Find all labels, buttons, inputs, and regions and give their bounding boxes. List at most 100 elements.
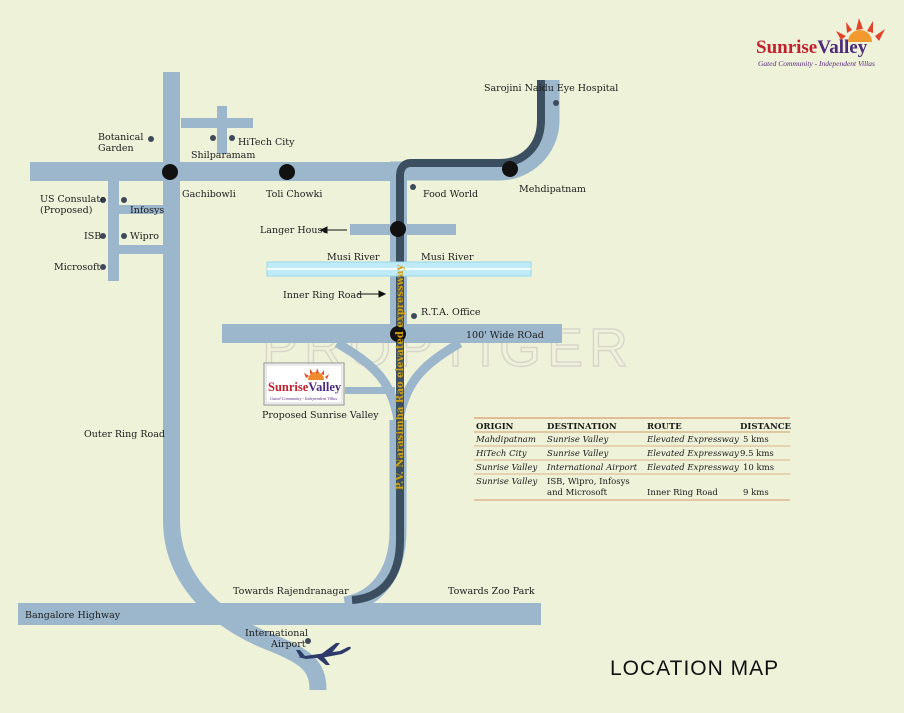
table-row: Sunrise Valley International Airport Ele… <box>476 463 774 473</box>
junction-mehdipatnam <box>502 161 518 177</box>
label-proposed: Proposed Sunrise Valley <box>262 410 379 421</box>
marker-hitech-b <box>229 135 235 141</box>
east-west-road <box>30 162 398 181</box>
label-us-consulate-1: US Consulate <box>40 194 106 205</box>
marker-isb <box>100 233 106 239</box>
airplane-icon <box>296 643 351 665</box>
label-bangalore-highway: Bangalore Highway <box>25 610 121 621</box>
musi-river-highlight <box>267 268 531 270</box>
proposed-site-box <box>263 362 345 406</box>
marker-botanical <box>148 136 154 142</box>
label-airport-1: International <box>245 628 308 639</box>
marker-us-consulate <box>100 197 106 203</box>
label-toli-chowki: Toli Chowki <box>266 189 322 200</box>
brand-name-part2: Valley <box>817 37 867 58</box>
marker-rta <box>411 313 417 319</box>
marker-microsoft <box>100 264 106 270</box>
table-cell-distance: 9 kms <box>743 488 769 498</box>
place-markers <box>100 100 559 644</box>
brand-tagline: Gated Community - Independent Villas <box>758 59 875 68</box>
marker-infosys <box>121 197 127 203</box>
outer-ring-road-curve <box>163 465 327 691</box>
pointer-arrows <box>319 226 387 298</box>
table-cell-destination: International Airport <box>546 463 638 473</box>
label-airport-2: Airport <box>270 639 306 650</box>
label-microsoft: Microsoft <box>54 262 100 273</box>
label-musi-left: Musi River <box>327 252 380 263</box>
arrow-inner-ring-head <box>378 290 387 298</box>
table-cell-destination: Sunrise Valley <box>547 449 609 459</box>
junction-langer-house <box>390 221 406 237</box>
table-cell-origin: Sunrise Valley <box>476 477 538 487</box>
table-cell-destination: ISB, Wipro, Infosys <box>547 477 630 487</box>
table-cell-distance: 9.5 kms <box>740 449 774 459</box>
map-title: LOCATION MAP <box>610 657 779 680</box>
arrow-langer-house-head <box>319 226 328 234</box>
brand-logo: SunriseValley Gated Community - Independ… <box>756 18 885 68</box>
table-row: Mahdipatnam Sunrise Valley Elevated Expr… <box>475 435 769 445</box>
label-infosys: Infosys <box>130 205 164 216</box>
marker-food-world <box>410 184 416 190</box>
it-corridor-road-h2 <box>108 245 164 254</box>
table-header-origin: ORIGIN <box>476 422 514 432</box>
table-cell-route: Elevated Expressway <box>646 463 739 473</box>
label-hitech: HiTech City <box>238 137 295 148</box>
elevated-expressway <box>351 80 545 604</box>
y-junction-left <box>334 339 403 421</box>
marker-wipro <box>121 233 127 239</box>
proposed-brand: SunriseValley <box>268 380 342 394</box>
label-langer-house: Langer House <box>260 225 328 236</box>
proposed-brand-part2: Valley <box>308 380 342 394</box>
label-wipro: Wipro <box>130 231 159 242</box>
label-inner-ring: Inner Ring Road <box>283 290 362 301</box>
table-cell-destination: Sunrise Valley <box>547 435 609 445</box>
table-header-distance: DISTANCE <box>740 422 791 432</box>
marker-sarojini <box>553 100 559 106</box>
table-cell-origin: Sunrise Valley <box>476 463 538 473</box>
label-musi-right: Musi River <box>421 252 474 263</box>
sun-logo-icon <box>836 18 885 42</box>
bangalore-highway <box>18 603 541 625</box>
label-sarojini: Sarojini Naidu Eye Hospital <box>484 83 618 94</box>
label-gachibowli: Gachibowli <box>182 189 236 200</box>
outer-ring-road <box>163 72 180 472</box>
label-rta: R.T.A. Office <box>421 307 481 318</box>
label-botanical-1: Botanical <box>98 132 143 143</box>
proposed-tagline: Gated Community - Independent Villas <box>270 396 337 401</box>
label-zoo-park: Towards Zoo Park <box>448 586 535 597</box>
brand-name: SunriseValley <box>756 37 868 58</box>
label-food-world: Food World <box>423 189 478 200</box>
table-header-destination: DESTINATION <box>547 422 617 432</box>
proposed-site-inner-border <box>265 364 343 404</box>
it-corridor-road-v <box>108 181 119 281</box>
proposed-brand-part1: Sunrise <box>268 380 309 394</box>
expressway-label: P.V. Narasimha Rao elevated expressway <box>395 263 406 490</box>
brand-name-part1: Sunrise <box>756 37 817 58</box>
table-cell-origin: HiTech City <box>475 449 527 459</box>
label-us-consulate-2: (Proposed) <box>40 205 92 216</box>
label-wide-road: 100' Wide ROad <box>466 330 544 341</box>
junction-wide-road <box>390 326 406 342</box>
table-cell-distance: 10 kms <box>743 463 774 473</box>
junction-gachibowli <box>162 164 178 180</box>
junction-toli-chowki <box>279 164 295 180</box>
it-corridor-road-h1 <box>108 205 164 214</box>
table-cell-origin: Mahdipatnam <box>475 435 536 445</box>
distance-table: ORIGIN DESTINATION ROUTE DISTANCE Mahdip… <box>474 417 791 501</box>
label-isb: ISB <box>84 231 101 242</box>
table-cell-route: Inner Ring Road <box>647 488 718 498</box>
proposed-site-badge: SunriseValley Gated Community - Independ… <box>263 362 345 406</box>
table-row: Sunrise Valley ISB, Wipro, Infosys and M… <box>476 477 769 498</box>
hitech-road-v <box>217 106 227 154</box>
table-cell-route: Elevated Expressway <box>646 435 739 445</box>
table-cell-distance: 5 kms <box>743 435 769 445</box>
table-cell-destination-cont: and Microsoft <box>547 488 608 498</box>
sun-logo-icon-small <box>304 368 329 380</box>
place-labels: Sarojini Naidu Eye Hospital Botanical Ga… <box>25 83 618 650</box>
label-shilparamam: Shilparamam <box>191 150 255 161</box>
marker-airport <box>305 638 311 644</box>
table-header-route: ROUTE <box>647 422 682 432</box>
label-rajendranagar: Towards Rajendranagar <box>233 586 349 597</box>
